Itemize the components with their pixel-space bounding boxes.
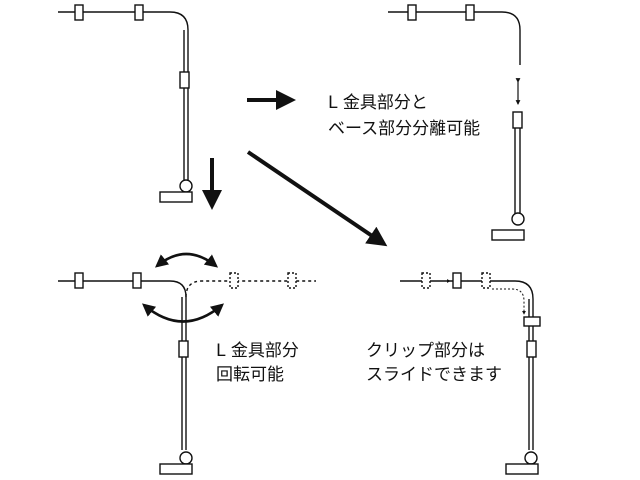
joint-clip [178, 340, 189, 358]
clip-ghost [421, 272, 431, 289]
clip [407, 4, 417, 21]
clip-ghost [481, 272, 491, 289]
slid-clip [523, 316, 541, 327]
clip [452, 272, 462, 289]
joint-clip [526, 340, 537, 358]
joint-clip [512, 111, 523, 129]
slide-arrows [432, 279, 526, 315]
sliding-bracket [400, 272, 541, 475]
caption-slide-line2: スライドできます [366, 365, 502, 385]
clip-ghost [287, 272, 297, 289]
clip [134, 4, 144, 21]
caption-rotate-line1: L 金具部分 [216, 341, 299, 361]
base-plate [159, 191, 193, 203]
clip [465, 4, 475, 21]
clip [74, 4, 84, 21]
caption-detach-line1: L 金具部分と [328, 93, 428, 113]
joint-clip [179, 71, 190, 89]
rotatable-bracket [58, 272, 316, 475]
rotation-arrows [142, 252, 224, 323]
base-knob [511, 212, 525, 226]
clip [132, 272, 142, 289]
clip-ghost [229, 272, 239, 289]
base-plate [159, 463, 193, 475]
flow-arrows [202, 90, 388, 247]
base-knob [179, 179, 193, 193]
clip [74, 272, 84, 289]
separated-bracket [388, 4, 525, 241]
base-knob [179, 451, 193, 465]
base-plate [505, 463, 539, 475]
base-knob [524, 451, 538, 465]
caption-slide-line1: クリップ部分は [366, 341, 485, 361]
assembled-bracket [58, 4, 193, 203]
caption-rotate-line2: 回転可能 [216, 365, 284, 385]
arrow-diagonal [246, 150, 388, 247]
caption-detach-line2: ベース部分分離可能 [328, 119, 480, 139]
base-plate [491, 229, 525, 241]
